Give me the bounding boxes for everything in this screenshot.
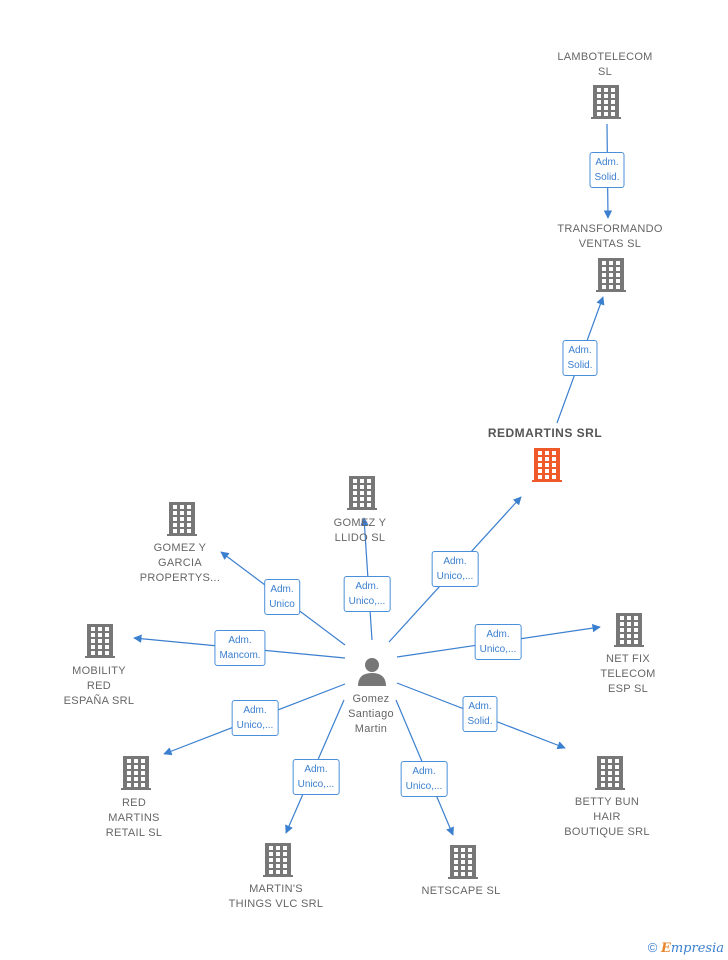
building-icon[interactable] xyxy=(614,613,644,647)
node-label-betty[interactable]: BETTY BUN HAIR BOUTIQUE SRL xyxy=(564,796,650,838)
node-label-red_martins_retail[interactable]: RED MARTINS RETAIL SL xyxy=(105,797,163,839)
node-label-lambotelecom[interactable]: LAMBOTELECOM SL xyxy=(557,51,653,78)
edge-label-person-to-martins_things[interactable]: Adm. Unico,... xyxy=(292,759,340,795)
edge-label-redmartins-to-transformando[interactable]: Adm. Solid. xyxy=(562,340,598,376)
node-label-netscape[interactable]: NETSCAPE SL xyxy=(421,885,501,897)
edge-label-person-to-betty[interactable]: Adm. Solid. xyxy=(462,696,498,732)
building-icon[interactable] xyxy=(85,624,115,658)
edge-label-person-to-redmartins[interactable]: Adm. Unico,... xyxy=(431,551,479,587)
node-label-redmartins[interactable]: REDMARTINS SRL xyxy=(487,426,603,440)
node-label-netfix[interactable]: NET FIX TELECOM ESP SL xyxy=(600,653,656,695)
building-icon[interactable] xyxy=(167,502,197,536)
building-icon[interactable] xyxy=(591,85,621,119)
main-building-icon[interactable] xyxy=(532,448,562,482)
building-icon[interactable] xyxy=(596,258,626,292)
node-label-martins_things[interactable]: MARTIN'S THINGS VLC SRL xyxy=(228,883,324,910)
edge-label-lambotelecom-to-transformando[interactable]: Adm. Solid. xyxy=(589,152,625,188)
edge-label-person-to-gomez_garcia[interactable]: Adm. Unico xyxy=(264,579,300,615)
building-icon[interactable] xyxy=(595,756,625,790)
building-icon[interactable] xyxy=(347,476,377,510)
edge-label-person-to-red_martins_retail[interactable]: Adm. Unico,... xyxy=(231,700,279,736)
edge-label-person-to-mobility[interactable]: Adm. Mancom. xyxy=(214,630,266,666)
node-label-person[interactable]: Gomez Santiago Martin xyxy=(348,693,394,735)
brand-logo-initial: E xyxy=(660,941,671,956)
person-icon[interactable] xyxy=(358,658,386,686)
edge-label-person-to-gomez_llido[interactable]: Adm. Unico,... xyxy=(343,576,391,612)
brand-footer[interactable]: © Empresia xyxy=(648,940,724,956)
node-label-gomez_garcia[interactable]: GOMEZ Y GARCIA PROPERTYS... xyxy=(139,542,221,584)
node-label-transformando[interactable]: TRANSFORMANDO VENTAS SL xyxy=(557,223,663,250)
building-icon[interactable] xyxy=(448,845,478,879)
node-label-gomez_llido[interactable]: GOMEZ Y LLIDO SL xyxy=(333,517,387,544)
building-icon[interactable] xyxy=(121,756,151,790)
copyright-symbol: © xyxy=(647,940,658,955)
edge-label-person-to-netscape[interactable]: Adm. Unico,... xyxy=(400,761,448,797)
node-label-mobility[interactable]: MOBILITY RED ESPAÑA SRL xyxy=(63,665,135,707)
edge-label-person-to-netfix[interactable]: Adm. Unico,... xyxy=(474,624,522,660)
brand-logo-text: mpresia xyxy=(670,941,724,956)
building-icon[interactable] xyxy=(263,843,293,877)
